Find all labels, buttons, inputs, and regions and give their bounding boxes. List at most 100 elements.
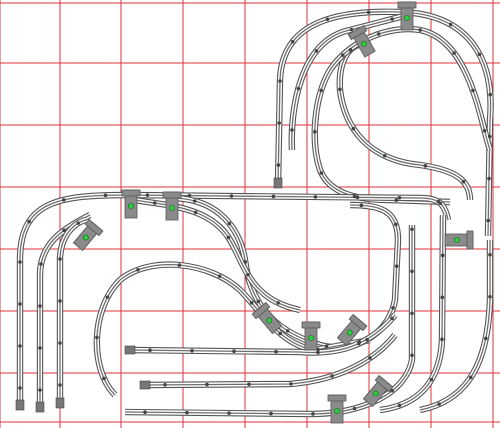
rail-joint [278,331,283,336]
switch-cap [162,191,182,199]
switch-cap [84,218,104,237]
switch-cap [466,230,474,250]
status-indicator-icon [361,40,367,47]
rail-joint [487,134,492,139]
status-indicator-icon [308,335,314,341]
rail-joint [314,49,319,53]
rail-joint [269,411,273,416]
rail-joint [461,179,466,184]
rail-joint [58,299,62,303]
sw-right-edge-icon[interactable] [444,230,474,250]
rail-joint [394,264,399,268]
rail-joint [410,227,414,232]
rail-joint [58,257,62,261]
rail-joint [18,344,22,348]
track-segment [291,14,411,151]
rail-joint [316,350,320,355]
rail-joint [102,376,106,381]
rail-joint [359,203,364,208]
switch-cap [347,24,368,41]
bumper-icon [273,177,283,189]
rail-joint [217,274,222,278]
sw-mid-left-1-icon[interactable] [121,189,141,219]
rail-joint [487,176,491,181]
rail-joint [352,406,357,411]
rail-joint [351,126,356,131]
rail-joint [276,163,281,167]
switch-cap [251,301,271,320]
rail-joint [246,272,250,277]
rail-joint [192,199,197,203]
track-segment [134,199,301,311]
rail-joint [452,51,456,55]
rail-joint [278,79,282,83]
rail-joint [243,260,248,264]
bumper-icon [15,399,25,411]
rail-joint [397,403,402,408]
rail-joint [277,121,281,125]
sw-center-1-icon[interactable] [251,301,284,335]
rail-joint [468,375,473,380]
rail-joint [390,17,394,21]
rail-joint [423,164,428,168]
sw-bottom-1-icon[interactable] [361,374,394,408]
sw-center-3-icon[interactable] [335,313,368,347]
switch-cap [374,374,394,393]
rail-joint [190,348,194,353]
rail-joint [232,349,236,354]
rail-joint [271,194,276,199]
sw-bottom-2-icon[interactable] [327,394,347,424]
rail-joint [226,235,231,240]
bumper-icon [124,345,136,355]
rail-joint [313,130,317,134]
rail-joint [471,88,475,93]
rail-joint [249,300,254,305]
rail-joint [276,301,280,305]
switch-cap [348,313,368,332]
rail-joint [394,198,399,203]
rail-joint [148,348,152,353]
rail-joint [338,87,342,92]
rail-inner [337,42,473,201]
track-segment [379,214,444,411]
rail-joint [410,269,414,274]
status-indicator-icon [346,329,353,336]
status-indicator-icon [266,317,273,324]
rail-joint [418,28,422,32]
sw-center-2-icon[interactable] [301,321,321,351]
rail-joint [440,337,444,342]
rail-joint [227,221,232,226]
rail-joint [390,388,395,393]
status-indicator-icon [128,203,134,209]
track-segment [144,334,396,386]
rail-inner [134,197,301,313]
track-segment [129,314,396,354]
rail-joint [39,262,43,266]
rail-joint [61,198,66,202]
rail-joint [325,17,330,22]
rail-joint [247,382,251,387]
rail-joint [27,219,31,224]
rail-joint [187,193,192,198]
rail-joint [136,268,140,272]
sw-mid-left-2-icon[interactable] [162,191,182,221]
rail-joint [383,153,387,158]
track-segment [314,28,491,203]
rail-joint [152,201,157,205]
rail-joint [18,386,22,390]
rail-joint [290,128,294,132]
rail-joint [38,388,42,392]
rail-joint [484,336,488,341]
rail-joint [143,410,147,415]
rail-joint [313,195,318,199]
rail-joint [289,382,293,386]
rail-joint [58,383,62,387]
sw-top-right-icon[interactable] [397,1,417,31]
rail-joint [477,52,482,57]
sw-left-icon[interactable] [71,218,104,252]
rail-joint [376,32,381,36]
sw-top-left-icon[interactable] [347,24,378,58]
rail-joint [319,88,323,93]
rail-joint [368,356,372,360]
